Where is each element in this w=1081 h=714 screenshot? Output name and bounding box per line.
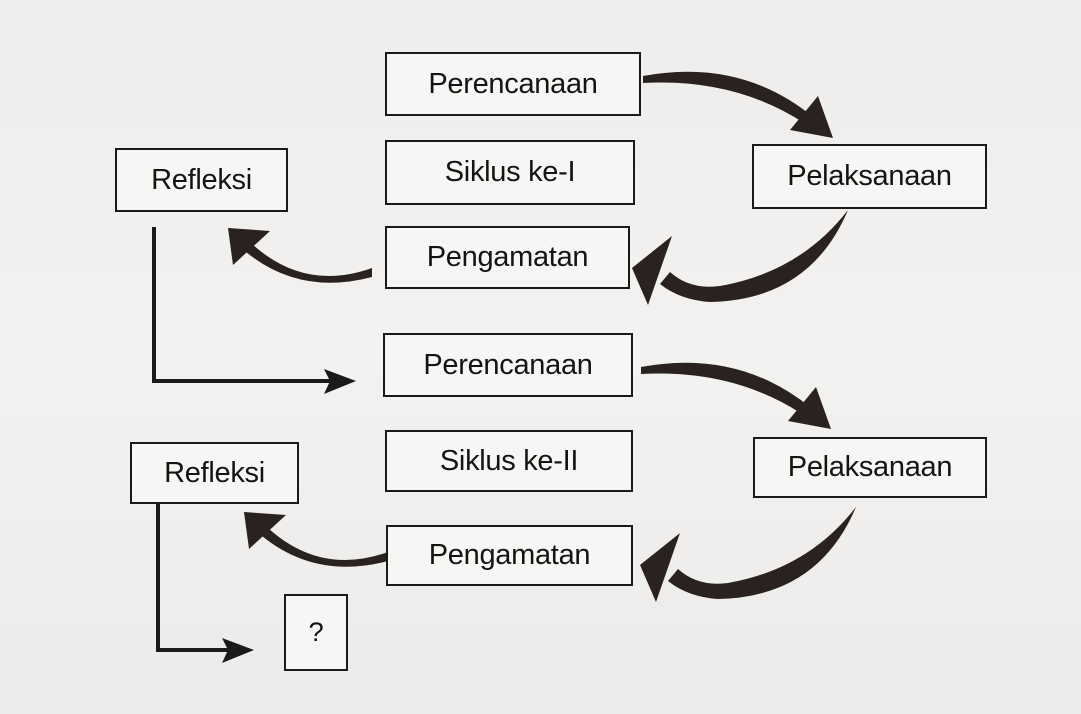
- cycle-label-box-2: Siklus ke-II: [385, 430, 633, 492]
- action-box-cycle-2: Pelaksanaan: [753, 437, 987, 498]
- arrow-planning-to-action-2: [641, 362, 831, 429]
- arrow-observation-to-reflection-2: [244, 512, 388, 567]
- cycle-label: Siklus ke-II: [439, 444, 579, 477]
- cycle-label-box-1: Siklus ke-I: [385, 140, 635, 205]
- observation-label: Pengamatan: [426, 241, 589, 273]
- reflection-box-cycle-2: Refleksi: [130, 442, 299, 504]
- cycle-label: Siklus ke-I: [444, 156, 576, 188]
- action-label: Pelaksanaan: [787, 160, 952, 192]
- action-box-cycle-1: Pelaksanaan: [752, 144, 987, 209]
- arrow-planning-to-action-1: [643, 71, 833, 138]
- connector-reflection-to-planning-2: [152, 227, 356, 394]
- reflection-label: Refleksi: [151, 163, 252, 196]
- planning-box-cycle-2: Perencanaan: [383, 333, 633, 397]
- arrow-action-to-observation-1: [632, 210, 848, 305]
- planning-box-cycle-1: Perencanaan: [385, 52, 641, 116]
- reflection-label: Refleksi: [164, 456, 265, 489]
- planning-label: Perencanaan: [423, 348, 593, 381]
- observation-label: Pengamatan: [428, 539, 591, 571]
- planning-label: Perencanaan: [428, 67, 598, 100]
- connector-reflection-to-next: [156, 503, 254, 663]
- next-step-box: ?: [284, 594, 348, 671]
- observation-box-cycle-1: Pengamatan: [385, 226, 630, 289]
- arrow-observation-to-reflection-1: [228, 228, 372, 283]
- reflection-box-cycle-1: Refleksi: [115, 148, 288, 212]
- observation-box-cycle-2: Pengamatan: [386, 525, 633, 586]
- action-label: Pelaksanaan: [787, 451, 953, 483]
- question-mark: ?: [308, 617, 324, 647]
- arrow-action-to-observation-2: [640, 507, 856, 602]
